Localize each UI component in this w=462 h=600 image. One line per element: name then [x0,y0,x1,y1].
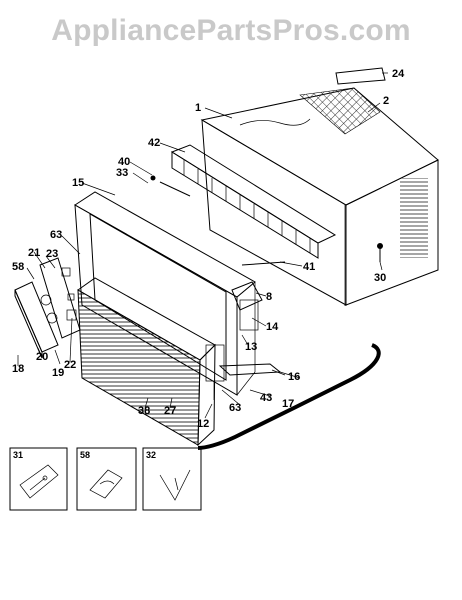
inset-label-58: 58 [80,450,90,460]
callout-1: 1 [195,102,201,114]
callout-2: 2 [383,95,389,107]
callout-20: 20 [36,351,48,363]
watermark-text: AppliancePartsPros.com [51,14,411,47]
callout-40: 40 [118,156,130,168]
callout-19: 19 [52,367,64,379]
callout-38: 38 [138,405,150,417]
internal-components [205,281,301,400]
callout-12: 12 [197,418,209,430]
control-panel-part [14,257,81,359]
louver-assembly-part [170,144,337,259]
callout-21: 21 [28,247,40,259]
callout-42: 42 [148,137,160,149]
callout-30: 30 [374,272,386,284]
screws-part [150,175,383,266]
drain-tube-part [197,343,381,450]
callout-43: 43 [260,392,272,404]
inset-label-31: 31 [13,450,23,460]
callout-33: 33 [116,167,128,179]
callout-16: 16 [288,371,300,383]
callout-23: 23 [46,248,58,260]
callout-15: 15 [72,177,84,189]
callout-17: 17 [282,398,294,410]
inset-box-58: 58 [76,447,137,511]
inset-box-31: 31 [9,447,68,511]
inset-label-32: 32 [146,450,156,460]
callout-27: 27 [164,405,176,417]
callout-22: 22 [64,359,76,371]
callout-63-bottom: 63 [229,402,241,414]
callout-63-top: 63 [50,229,62,241]
callout-41: 41 [303,261,315,273]
front-frame-part [74,191,256,396]
callout-13: 13 [245,341,257,353]
leader-lines [17,72,388,419]
cabinet-part [200,87,439,306]
front-grille-part [77,277,216,447]
callout-18: 18 [12,363,24,375]
callout-24: 24 [392,68,405,80]
callout-labels: 24 2 1 42 40 33 15 63 21 23 58 41 30 8 1… [12,68,405,430]
inset-box-32: 32 [142,447,202,511]
callout-14: 14 [266,321,279,333]
callout-58: 58 [12,261,24,273]
callout-8: 8 [266,291,272,303]
label-plate-part [335,67,386,85]
